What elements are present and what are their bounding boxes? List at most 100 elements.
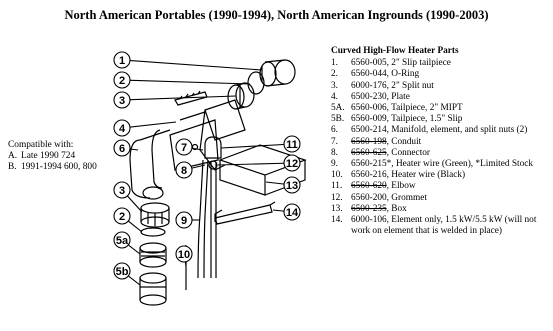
part-description: 6560-215*, Heater wire (Green), *Limited… [351,159,533,170]
callout-leader-line [121,59,263,71]
part-description: 6000-176, 2" Split nut [351,81,434,92]
part-description: 6000-106, Element only, 1.5 kW/5.5 kW (w… [351,215,549,237]
callout-leader-line [121,79,251,85]
part-number: 3. [331,80,338,91]
part-desc-text: , Tailpiece, 1.5" Slip [386,114,463,125]
part-desc-text: , O-Ring [386,69,420,80]
callout-circle [113,51,131,69]
part-desc-text: , Tailpiece, 2" MIPT [386,103,463,114]
callout-circle [113,119,131,137]
callout-circle [175,211,193,229]
part-code: 6560-044 [351,69,387,80]
part-desc-text: , Plate [386,91,410,102]
parts-list-item: 6. 6500-214, Manifold, element, and split… [331,125,549,136]
callout-circle [113,231,131,249]
part-description: 6500-214, Manifold, element, and split n… [351,125,527,136]
compatibility-item: B. 1991-1994 600, 800 [8,162,108,173]
part-code: 6560-625 [351,147,387,158]
callout-label: 10 [178,249,190,261]
callout-circle [175,245,193,263]
part-code: 6000-106 [351,215,387,226]
part-number: 10. [331,170,343,181]
part-description: 6560-620, Elbow [351,181,416,192]
parts-list-item: 7. 6560-198, Conduit [331,137,549,148]
parts-list-item: 12. 6560-200, Grommet [331,193,549,204]
callout-circle [113,262,131,280]
parts-list-heading: Curved High-Flow Heater Parts [331,46,459,56]
tailpiece-mipt-part [139,242,167,268]
parts-list-item: 2. 6560-044, O-Ring [331,69,549,80]
callout-circle [113,91,131,109]
callout-circle [283,176,301,194]
box-part [218,144,307,196]
callout-leader-line [220,143,293,149]
o-ring-top-part [247,71,265,95]
page-title: North American Portables (1990-1994), No… [64,8,489,22]
part-description: 6560-625, Connector [351,148,430,159]
compatibility-note: Compatible with: A. Late 1990 724 B. 199… [8,140,108,173]
part-number: 5B. [331,114,345,125]
part-desc-text: , Heater wire (Green), *Limited Stock [391,159,534,170]
callout-circle [113,207,131,225]
part-number: 8. [331,147,338,158]
part-code: 6560-200 [351,192,387,203]
part-number: 11. [331,181,343,192]
compatibility-text: 1991-1994 600, 800 [21,162,97,172]
part-description: 6560-200, Grommet [351,193,427,204]
part-description: 6560-216, Heater wire (Black) [351,170,465,181]
heater-wire-green-part [197,159,204,279]
callout-label: 1 [119,55,125,67]
part-description: 6560-006, Tailpiece, 2" MIPT [351,103,463,114]
callout-circle [283,154,301,172]
callout-label: 12 [286,158,298,170]
part-number: 4. [331,91,338,102]
callout-label: 5a [116,235,129,247]
part-number: 5A. [331,103,345,114]
part-code: 6560-005 [351,58,387,69]
part-desc-text: , Conduit [386,136,422,147]
part-code: 6000-176 [351,80,387,91]
parts-list-item: 11. 6560-620, Elbow [331,181,549,192]
parts-list-item: 3. 6000-176, 2" Split nut [331,81,549,92]
callout-circle [113,139,131,157]
compatibility-key: A. [8,151,18,161]
part-desc-text: , Connector [386,147,431,158]
parts-list-item: 5A. 6560-006, Tailpiece, 2" MIPT [331,103,549,114]
callout-label: 13 [286,180,298,192]
callout-label: 2 [119,211,125,223]
compatibility-heading: Compatible with: [8,140,74,150]
callout-label: 8 [181,165,187,177]
callout-label: 7 [181,142,187,154]
heater-element-part [214,201,276,225]
callout-leader-line [121,121,177,129]
callout-label: 14 [286,207,299,219]
part-code: 6560-216 [351,170,387,181]
callout-label: 3 [119,95,125,107]
part-number: 1. [331,58,338,69]
parts-list-item: 13.6500-235, Box [331,204,549,215]
part-number: 12. [331,192,343,203]
part-code: 6500-230 [351,91,387,102]
part-code: 6560-006 [351,103,387,114]
part-number: 7. [331,136,338,147]
part-description: 6560-005, 2" Slip tailpiece [351,58,451,69]
parts-list-item: 4. 6500-230, Plate [331,92,549,103]
callout-circle [283,135,301,153]
part-number: 9. [331,159,338,170]
part-number: 6. [331,125,338,136]
part-code: 6560-009 [351,114,387,125]
part-description: 6560-198, Conduit [351,137,421,148]
elbow-part [204,136,222,159]
compatibility-item: A. Late 1990 724 [8,151,108,162]
part-desc-text: , Heater wire (Black) [386,170,466,181]
callout-circle [283,203,301,221]
part-code: 6560-620 [351,181,387,192]
part-desc-text: , Box [386,203,407,214]
parts-list-item: 8. 6560-625, Connector [331,148,549,159]
o-ring-bottom-part [140,227,166,237]
part-desc-text: , Grommet [386,192,427,203]
part-number: 2. [331,69,338,80]
part-code: 6560-215* [351,159,392,170]
callout-circle [175,161,193,179]
